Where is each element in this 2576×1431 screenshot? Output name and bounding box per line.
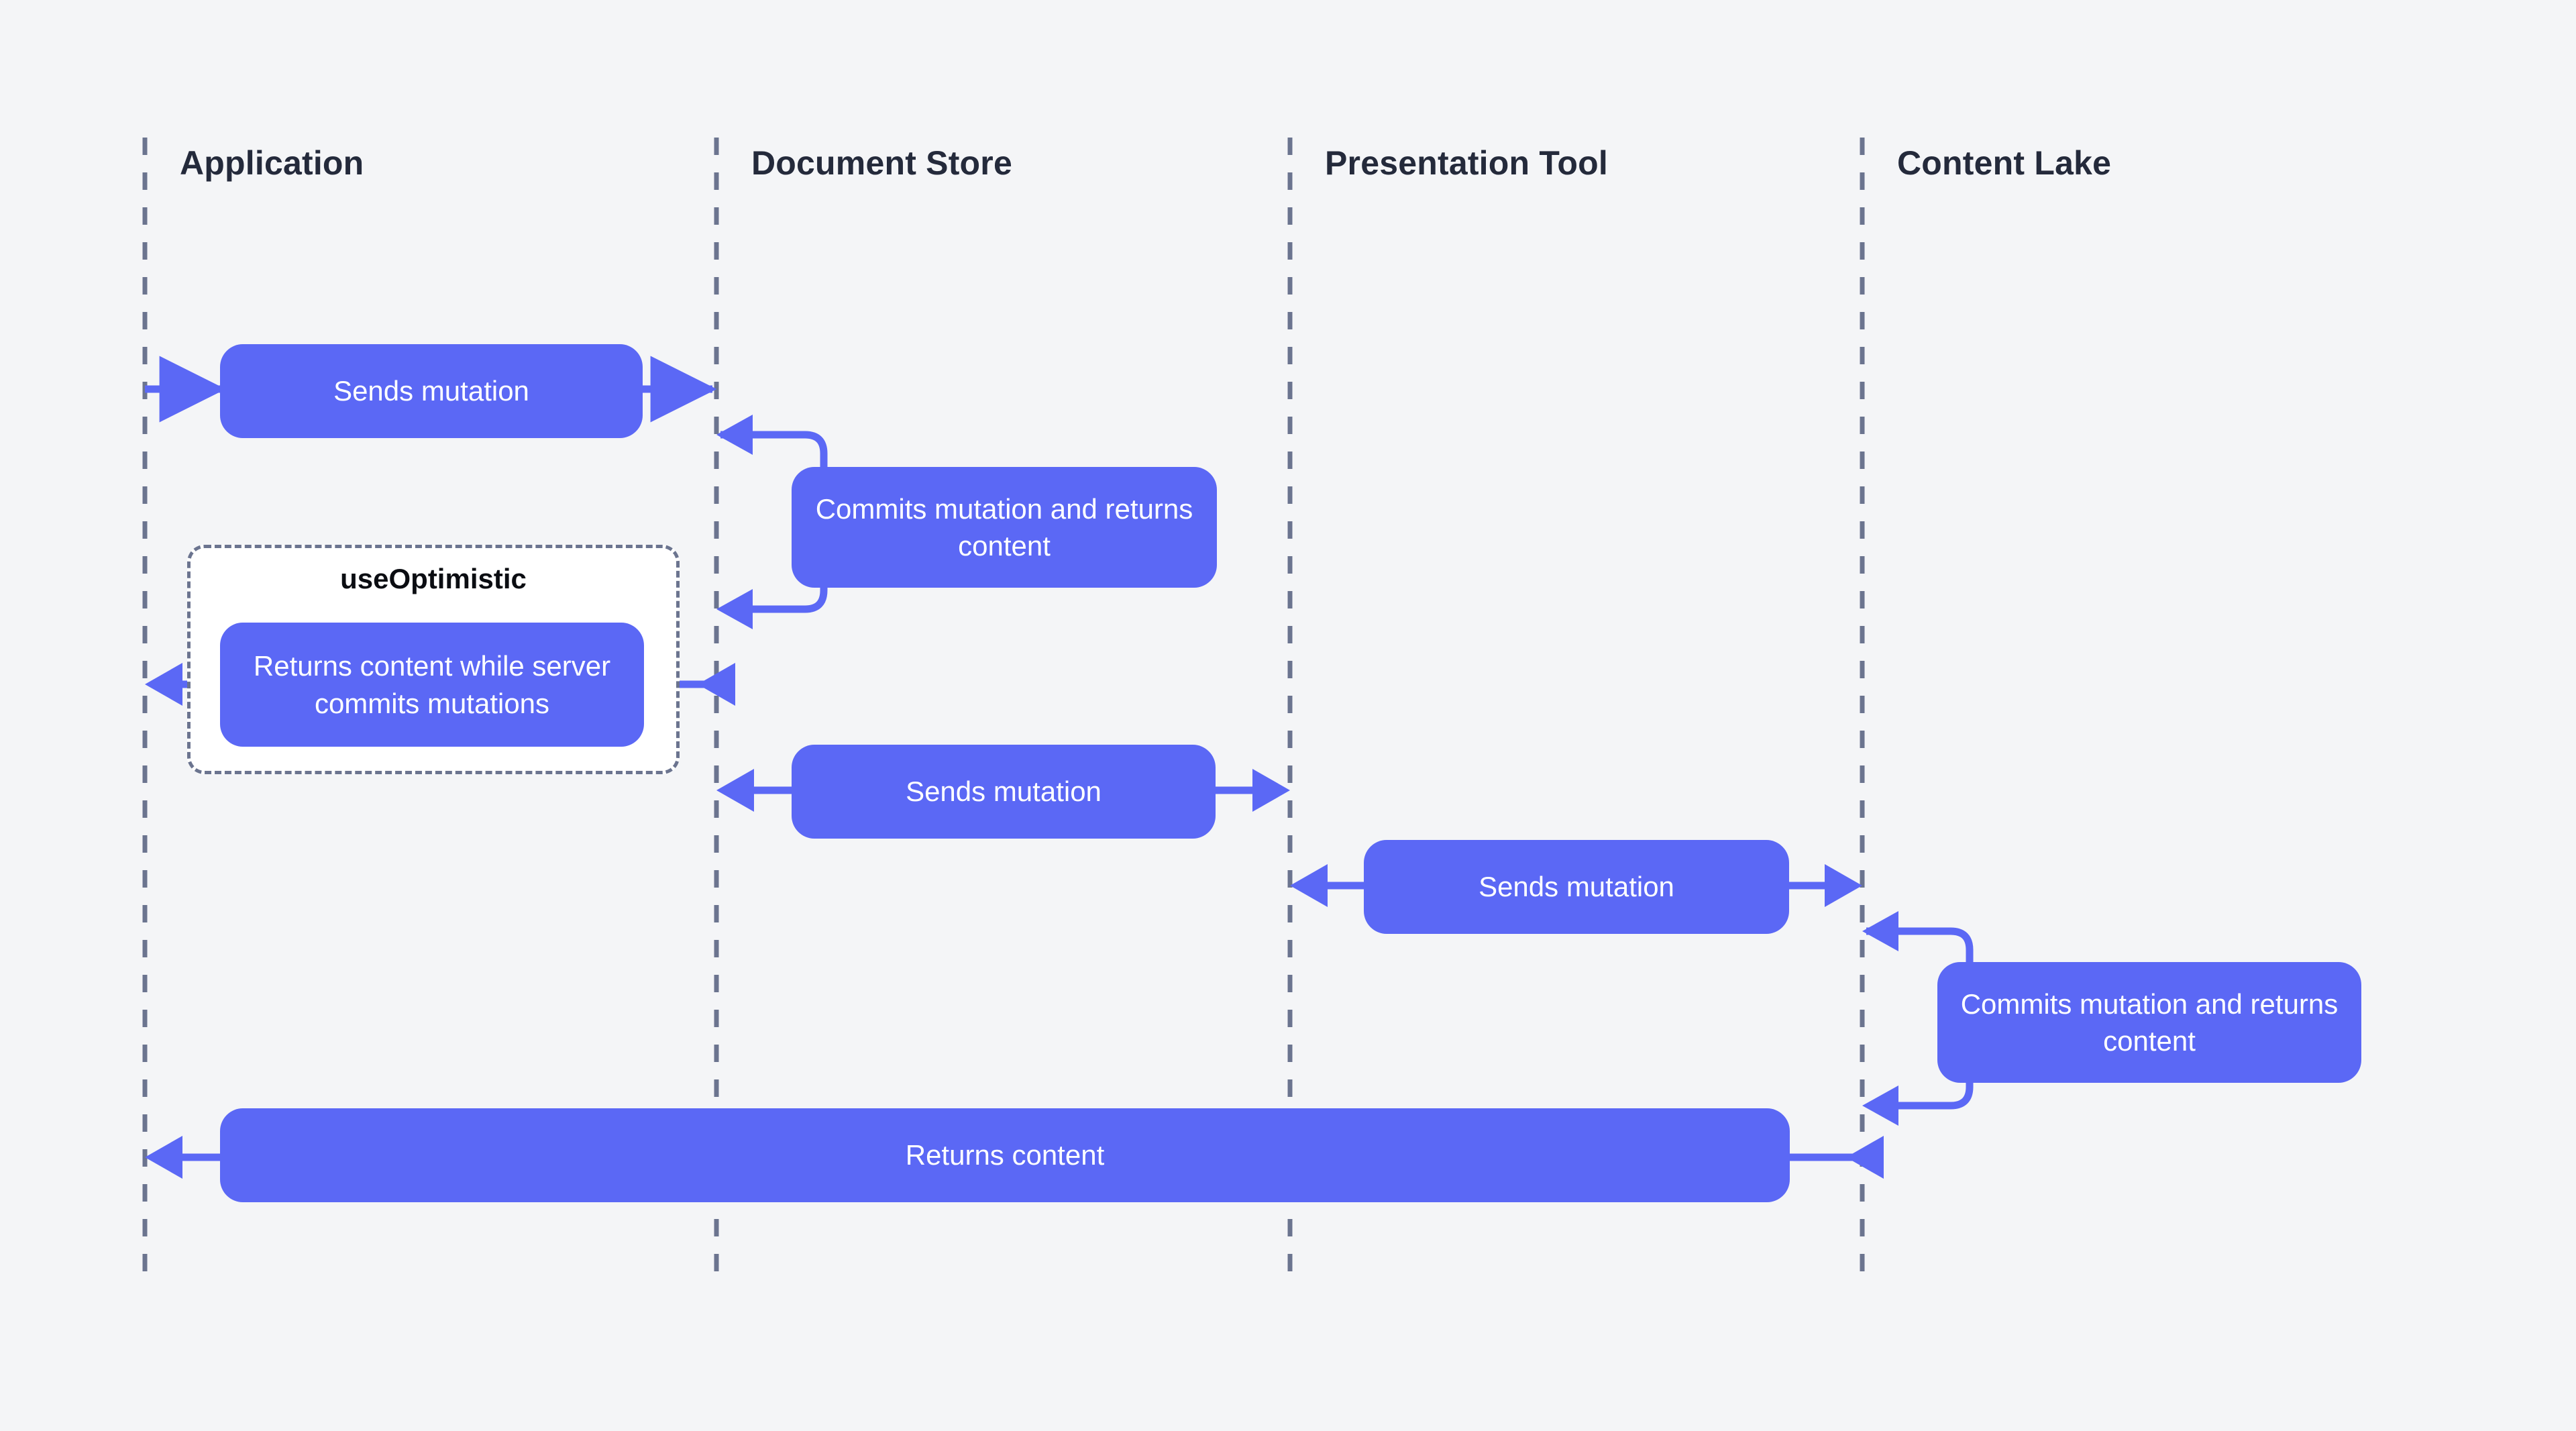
message-box-m6-commits-mutation-returns-content[interactable]: Commits mutation and returns content <box>1937 962 2361 1083</box>
message-box-m1-sends-mutation[interactable]: Sends mutation <box>220 344 643 438</box>
lifeline-header-application: Application <box>180 144 364 182</box>
lifeline-header-content-lake: Content Lake <box>1897 144 2112 182</box>
message-box-m4-sends-mutation[interactable]: Sends mutation <box>792 745 1216 839</box>
message-box-m5-sends-mutation[interactable]: Sends mutation <box>1364 840 1789 934</box>
lifeline-header-presentation-tool: Presentation Tool <box>1325 144 1608 182</box>
message-box-m2-commits-mutation-returns-content[interactable]: Commits mutation and returns content <box>792 467 1217 588</box>
group-fragment-label: useOptimistic <box>340 563 527 594</box>
arrow-m4-sends-mutation <box>716 769 1290 812</box>
arrow-m5-sends-mutation <box>1290 864 1862 907</box>
lifeline-header-document-store: Document Store <box>751 144 1012 182</box>
lifelines-group <box>142 138 1865 1285</box>
arrow-m7-returns-content <box>145 1136 1884 1179</box>
message-box-m3-returns-content-while-server-commits[interactable]: Returns content while server commits mut… <box>220 623 644 747</box>
message-box-m7-returns-content[interactable]: Returns content <box>220 1108 1790 1202</box>
